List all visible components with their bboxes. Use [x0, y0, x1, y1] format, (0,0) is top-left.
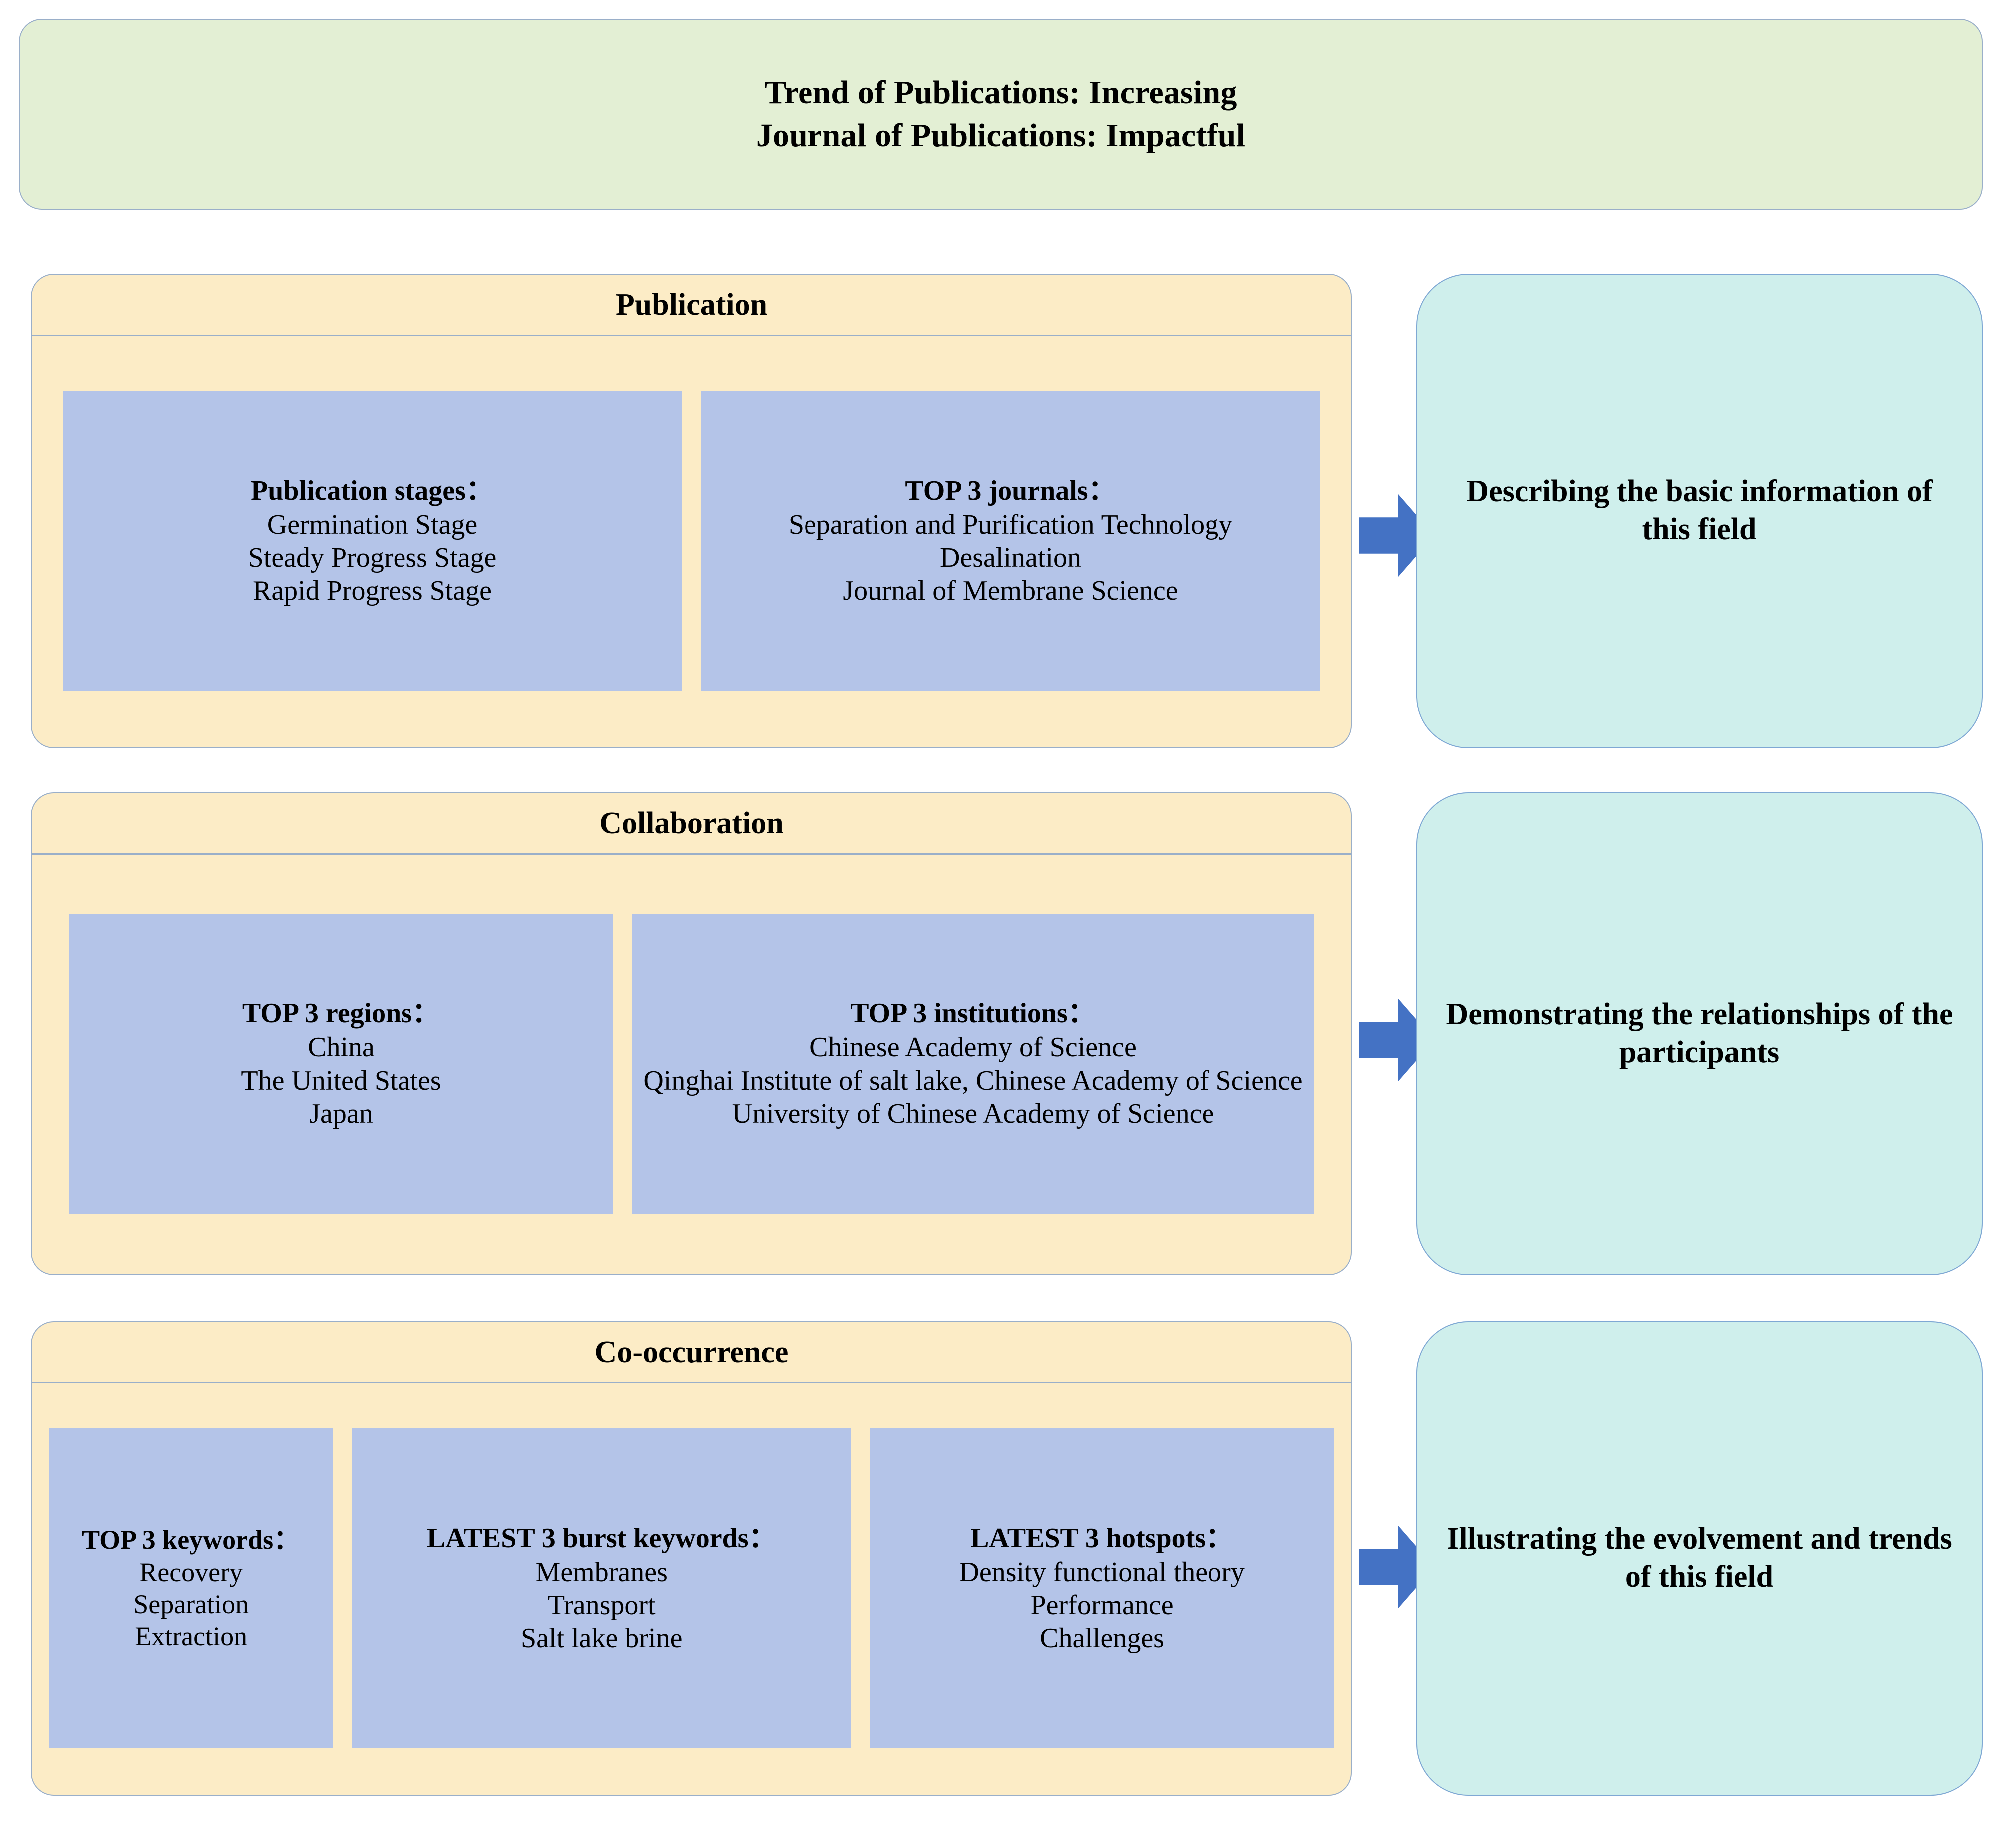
outcome-text: Describing the basic information of this… — [1466, 474, 1933, 546]
info-box-title: TOP 3 regions： — [242, 998, 440, 1029]
info-box-hotspots: LATEST 3 hotspots： Density functional th… — [870, 1428, 1334, 1748]
info-box-item: University of Chinese Academy of Science — [732, 1098, 1214, 1129]
info-box-item: Density functional theory — [959, 1556, 1245, 1588]
outcome-text: Illustrating the evolvement and trends o… — [1447, 1522, 1952, 1594]
info-box-item: Rapid Progress Stage — [252, 575, 492, 607]
info-box-text: TOP 3 keywords： Recovery Separation Extr… — [82, 1524, 300, 1653]
info-box-item: Journal of Membrane Science — [843, 575, 1178, 607]
info-box-item: China — [308, 1032, 375, 1063]
header-banner: Trend of Publications: Increasing Journa… — [19, 19, 1983, 210]
info-box-text: LATEST 3 hotspots： Density functional th… — [959, 1522, 1244, 1655]
section-cooccurrence: Co-occurrence TOP 3 keywords： Recovery S… — [31, 1321, 1352, 1796]
info-box-title: LATEST 3 burst keywords： — [426, 1522, 777, 1554]
info-box-item: Germination Stage — [267, 509, 478, 540]
info-box-top-institutions: TOP 3 institutions： Chinese Academy of S… — [632, 913, 1314, 1214]
info-box-item: Desalination — [939, 542, 1082, 573]
info-box-title: TOP 3 keywords： — [82, 1524, 301, 1555]
info-box-top-journals: TOP 3 journals： Separation and Purificat… — [701, 391, 1320, 691]
info-box-top-keywords: TOP 3 keywords： Recovery Separation Extr… — [49, 1428, 334, 1748]
section-box-row: TOP 3 regions： China The United States J… — [32, 853, 1351, 1274]
info-box-item: Salt lake brine — [520, 1623, 683, 1654]
section-title-collaboration: Collaboration — [599, 806, 784, 840]
info-box-item: Separation and Purification Technology — [788, 509, 1233, 540]
info-box-item: Extraction — [135, 1621, 248, 1651]
info-box-text: Publication stages： Germination Stage St… — [248, 474, 497, 607]
info-box-text: TOP 3 regions： China The United States J… — [241, 997, 441, 1130]
info-box-item: The United States — [241, 1065, 441, 1096]
info-box-item: Chinese Academy of Science — [809, 1032, 1137, 1063]
info-box-item: Transport — [547, 1590, 656, 1621]
info-box-title: TOP 3 journals： — [905, 475, 1116, 506]
info-box-item: Separation — [133, 1589, 249, 1619]
section-publication: Publication Publication stages： Germinat… — [31, 274, 1352, 748]
section-divider — [32, 1382, 1351, 1383]
section-divider — [32, 335, 1351, 336]
outcome-box-cooccurrence: Illustrating the evolvement and trends o… — [1416, 1321, 1983, 1796]
info-box-item: Membranes — [535, 1556, 668, 1588]
info-box-title: LATEST 3 hotspots： — [970, 1522, 1234, 1554]
info-box-item: Performance — [1030, 1590, 1174, 1621]
info-box-title: TOP 3 institutions： — [850, 998, 1096, 1029]
info-box-text: TOP 3 journals： Separation and Purificat… — [789, 474, 1232, 607]
section-title-publication: Publication — [615, 287, 768, 322]
header-line-trend: Trend of Publications: Increasing — [764, 74, 1237, 111]
info-box-item: Recovery — [139, 1557, 243, 1588]
section-title-cooccurrence: Co-occurrence — [594, 1335, 789, 1369]
info-box-burst-keywords: LATEST 3 burst keywords： Membranes Trans… — [352, 1428, 851, 1748]
info-box-item: Japan — [309, 1098, 373, 1129]
outcome-text: Demonstrating the relationships of the p… — [1446, 997, 1953, 1069]
header-line-journal: Journal of Publications: Impactful — [756, 117, 1246, 154]
info-box-item: Challenges — [1040, 1623, 1164, 1654]
section-collaboration: Collaboration TOP 3 regions： China The U… — [31, 792, 1352, 1275]
info-box-text: TOP 3 institutions： Chinese Academy of S… — [643, 997, 1302, 1130]
header-text-group: Trend of Publications: Increasing Journa… — [756, 71, 1245, 157]
info-box-text: LATEST 3 burst keywords： Membranes Trans… — [427, 1522, 777, 1655]
section-box-row: Publication stages： Germination Stage St… — [32, 335, 1351, 747]
info-box-top-regions: TOP 3 regions： China The United States J… — [69, 913, 613, 1214]
outcome-box-collaboration: Demonstrating the relationships of the p… — [1416, 792, 1983, 1275]
info-box-item: Steady Progress Stage — [248, 542, 497, 573]
section-divider — [32, 853, 1351, 855]
info-box-publication-stages: Publication stages： Germination Stage St… — [62, 391, 682, 691]
info-box-item: Qinghai Institute of salt lake, Chinese … — [643, 1065, 1303, 1096]
info-box-title: Publication stages： — [251, 475, 494, 506]
section-box-row: TOP 3 keywords： Recovery Separation Extr… — [32, 1382, 1351, 1795]
outcome-box-publication: Describing the basic information of this… — [1416, 274, 1983, 748]
